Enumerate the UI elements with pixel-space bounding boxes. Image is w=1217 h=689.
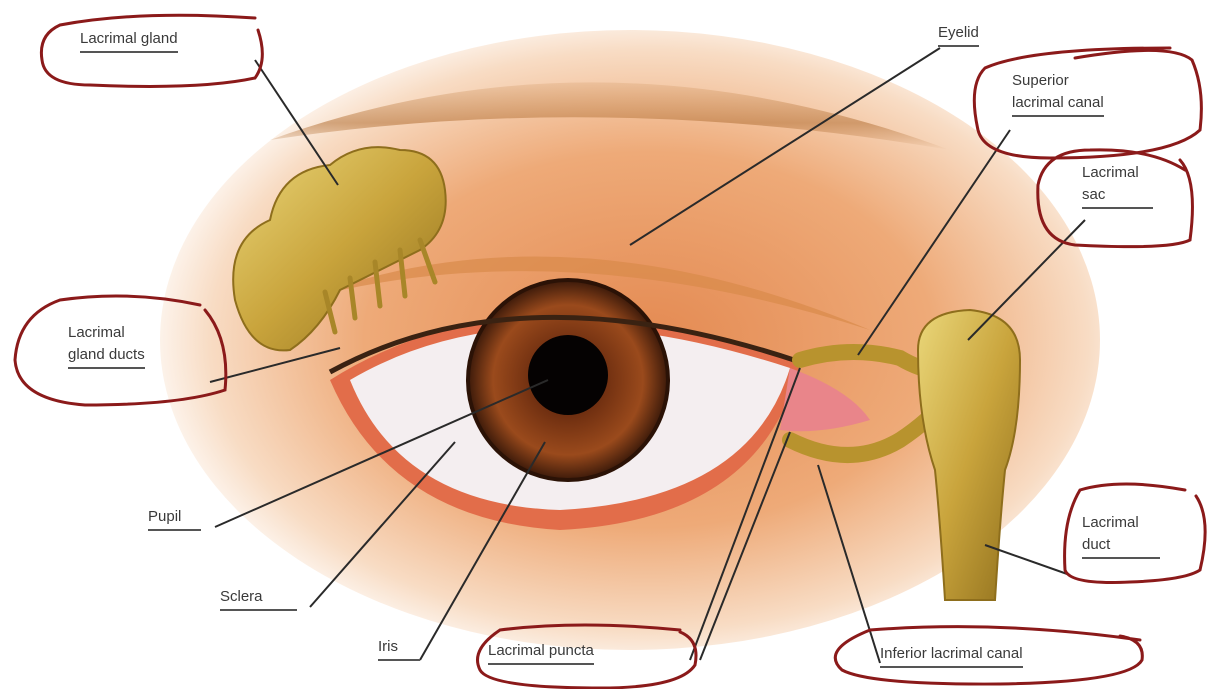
label-superior-line2: lacrimal canal: [1012, 92, 1104, 117]
label-sac-line1: Lacrimal: [1082, 162, 1153, 184]
label-lacrimal-gland: Lacrimal gland: [80, 28, 178, 53]
label-sclera: Sclera: [220, 586, 297, 611]
label-lacrimal-gland-ducts: Lacrimal gland ducts: [68, 322, 145, 369]
label-sac-line2: sac: [1082, 184, 1153, 209]
label-ducts-line2: gland ducts: [68, 344, 145, 369]
label-lacrimal-puncta: Lacrimal puncta: [488, 640, 594, 665]
label-superior-lacrimal-canal: Superior lacrimal canal: [1012, 70, 1104, 117]
label-lacrimal-sac: Lacrimal sac: [1082, 162, 1153, 209]
pupil-shape: [528, 335, 608, 415]
label-inferior-lacrimal-canal: Inferior lacrimal canal: [880, 643, 1023, 668]
label-ducts-line1: Lacrimal: [68, 322, 145, 344]
label-eyelid: Eyelid: [938, 22, 979, 47]
label-superior-line1: Superior: [1012, 70, 1104, 92]
label-duct-line2: duct: [1082, 534, 1160, 559]
label-pupil: Pupil: [148, 506, 201, 531]
label-lacrimal-duct: Lacrimal duct: [1082, 512, 1160, 559]
label-duct-line1: Lacrimal: [1082, 512, 1160, 534]
label-iris: Iris: [378, 636, 420, 661]
